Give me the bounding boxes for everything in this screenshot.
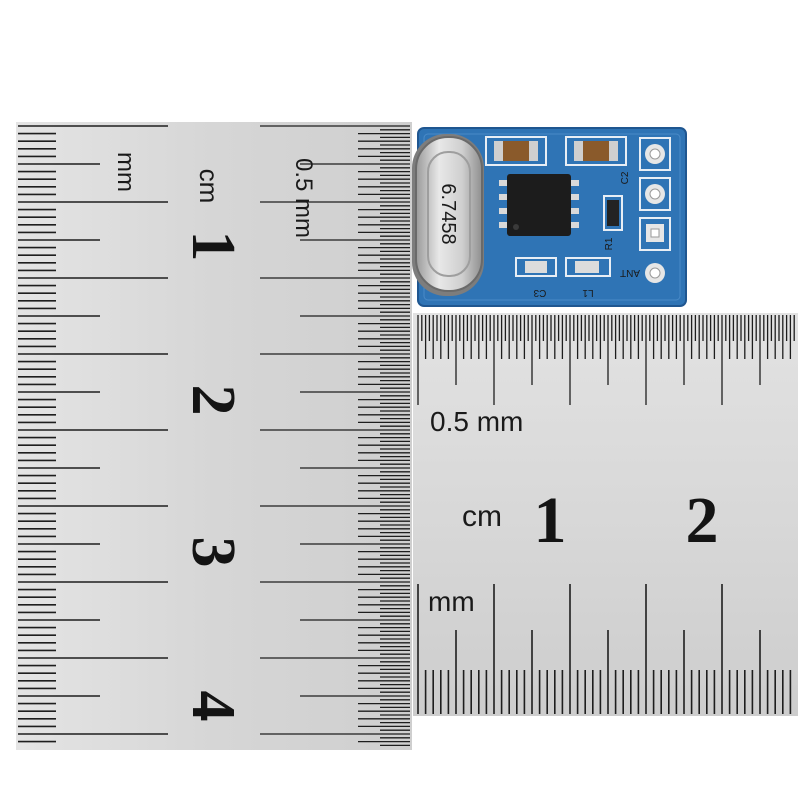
capacitor-c3: C3	[515, 257, 557, 298]
crystal-oscillator: 6.7458	[412, 134, 484, 296]
vertical-ruler-number-4: 4	[179, 691, 247, 722]
horizontal-ruler: 0.5 mm cm mm 1 2	[413, 313, 798, 716]
horizontal-ruler-body	[413, 313, 798, 716]
capacitor-top-left	[485, 136, 547, 166]
vertical-ruler-number-1: 1	[179, 231, 247, 262]
rf-module: 6.7458	[412, 127, 687, 307]
vertical-ruler-number-3: 3	[179, 537, 247, 568]
silk-l1-label: L1	[582, 287, 594, 298]
vertical-ruler-body	[16, 122, 412, 750]
resistor-r1: R1	[603, 195, 623, 250]
ic-package	[507, 174, 571, 236]
vertical-ruler-cm-label: cm	[194, 169, 224, 204]
silk-c2-label: C2	[620, 171, 631, 184]
vertical-ruler: mm cm 0.5 mm 1 2 3 4	[16, 122, 412, 750]
horizontal-ruler-number-2: 2	[686, 484, 719, 557]
horizontal-ruler-half-mm-label: 0.5 mm	[430, 406, 523, 437]
silk-r1-label: R1	[604, 237, 615, 250]
horizontal-ruler-cm-label: cm	[462, 500, 502, 533]
crystal-inner-rim	[427, 151, 471, 277]
vertical-ruler-mm-label: mm	[112, 152, 139, 192]
ic-chip	[499, 174, 579, 236]
silk-c3-label: C3	[533, 287, 546, 298]
horizontal-ruler-mm-label: mm	[428, 586, 475, 617]
crystal-can	[415, 136, 483, 292]
horizontal-ruler-number-1: 1	[534, 484, 567, 557]
header-pads	[639, 137, 671, 283]
capacitor-top-right	[565, 136, 627, 166]
crystal-label: 6.7458	[437, 183, 459, 244]
silk-ant-label: ANT	[620, 267, 640, 278]
vertical-ruler-ticks	[18, 125, 410, 747]
vertical-ruler-half-mm-label: 0.5 mm	[290, 158, 317, 238]
inductor-l1: L1	[565, 257, 611, 298]
horizontal-ruler-ticks	[417, 315, 795, 714]
vertical-ruler-number-2: 2	[179, 385, 247, 416]
